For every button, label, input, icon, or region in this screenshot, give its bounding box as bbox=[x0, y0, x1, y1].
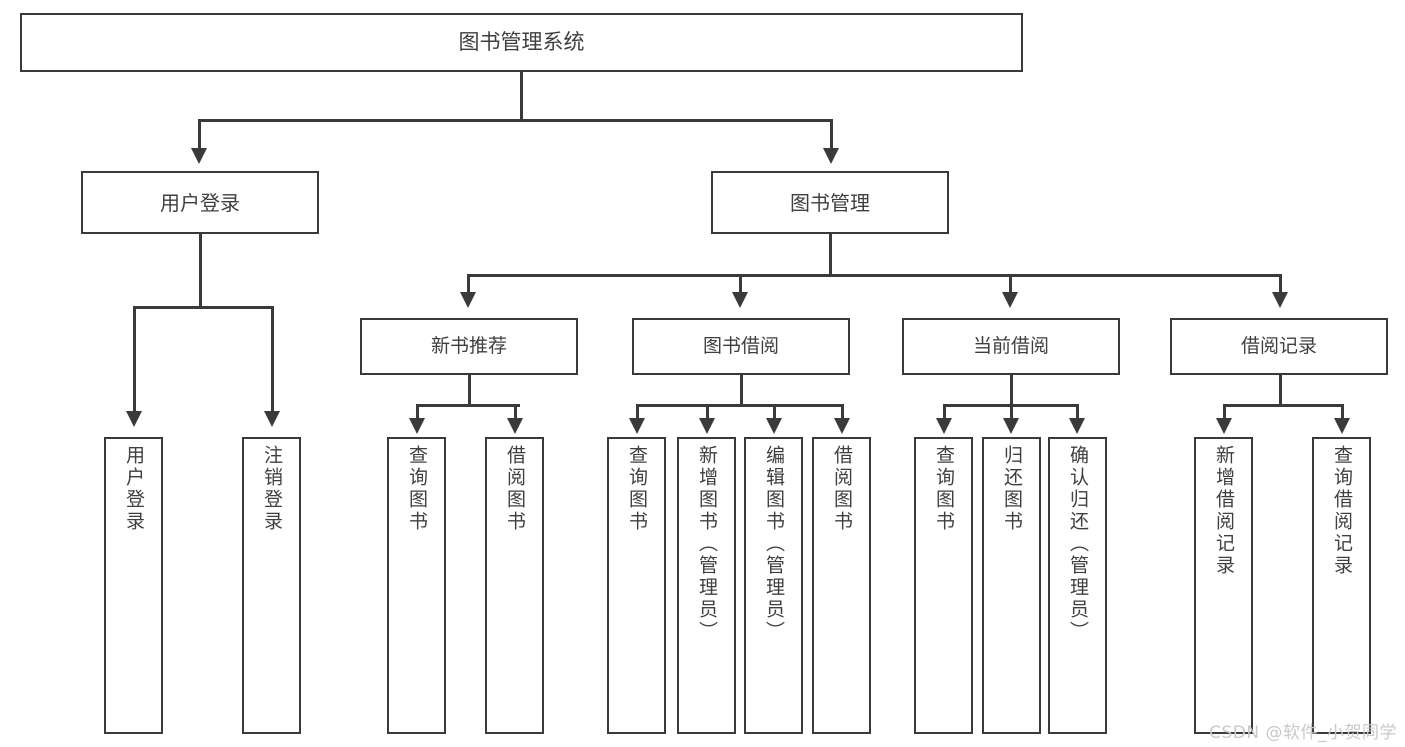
connector-root-bus bbox=[198, 119, 832, 122]
node-book-manage[interactable]: 图书管理 bbox=[711, 171, 949, 234]
arrowhead-leaf-user-logout bbox=[264, 411, 280, 427]
node-user-login[interactable]: 用户登录 bbox=[81, 171, 319, 234]
node-label: 归还图书 bbox=[1001, 445, 1023, 533]
arrowhead-leaf-query-book-2 bbox=[629, 418, 645, 434]
arrowhead-leaf-add-book bbox=[699, 418, 715, 434]
arrowhead-leaf-query-book-3 bbox=[936, 418, 952, 434]
connector-borrow-record-stem bbox=[1279, 375, 1282, 406]
node-label: 查询图书 bbox=[933, 445, 955, 533]
node-label: 图书借阅 bbox=[702, 335, 779, 357]
connector-to-borrow-record bbox=[1279, 274, 1282, 294]
leaf-query-record[interactable]: 查询借阅记录 bbox=[1312, 437, 1371, 734]
connector-to-new-book-recommend bbox=[467, 274, 470, 294]
arrowhead-leaf-borrow-book-2 bbox=[834, 418, 850, 434]
connector-nbr-drop-2 bbox=[514, 404, 517, 422]
leaf-borrow-book-1[interactable]: 借阅图书 bbox=[485, 437, 544, 734]
arrowhead-leaf-return-book bbox=[1003, 418, 1019, 434]
arrowhead-leaf-query-book-1 bbox=[409, 418, 425, 434]
leaf-edit-book[interactable]: 编辑图书（管理员） bbox=[744, 437, 803, 734]
node-label: 图书管理 bbox=[790, 190, 870, 215]
node-label: 借阅记录 bbox=[1240, 335, 1317, 357]
arrowhead-to-user-login bbox=[191, 148, 207, 164]
leaf-query-book-1[interactable]: 查询图书 bbox=[387, 437, 446, 734]
connector-root-to-user-login bbox=[198, 119, 201, 151]
leaf-query-book-2[interactable]: 查询图书 bbox=[607, 437, 666, 734]
connector-new-book-recommend-stem bbox=[468, 375, 471, 406]
leaf-add-book[interactable]: 新增图书（管理员） bbox=[677, 437, 736, 734]
connector-cb-drop-1 bbox=[943, 404, 946, 422]
node-label: 编辑图书（管理员） bbox=[763, 445, 785, 643]
connector-to-current-borrow bbox=[1009, 274, 1012, 294]
node-label: 新增借阅记录 bbox=[1213, 445, 1235, 577]
connector-user-login-bus bbox=[133, 306, 271, 309]
connector-borrow-record-bus bbox=[1223, 404, 1341, 407]
arrowhead-leaf-query-record bbox=[1334, 418, 1350, 434]
connector-book-manage-stem bbox=[829, 234, 832, 276]
arrowhead-leaf-confirm-return bbox=[1069, 418, 1085, 434]
leaf-confirm-return[interactable]: 确认归还（管理员） bbox=[1048, 437, 1107, 734]
connector-new-book-recommend-bus bbox=[416, 404, 520, 407]
node-borrow-record[interactable]: 借阅记录 bbox=[1170, 318, 1388, 375]
connector-cb-drop-3 bbox=[1076, 404, 1079, 422]
node-label: 查询图书 bbox=[626, 445, 648, 533]
leaf-borrow-book-2[interactable]: 借阅图书 bbox=[812, 437, 871, 734]
arrowhead-leaf-user-login bbox=[126, 411, 142, 427]
connector-book-manage-bus bbox=[467, 274, 1281, 277]
connector-book-borrow-stem bbox=[740, 375, 743, 406]
leaf-user-logout[interactable]: 注销登录 bbox=[242, 437, 301, 734]
leaf-return-book[interactable]: 归还图书 bbox=[982, 437, 1041, 734]
connector-root-to-book-manage bbox=[830, 119, 833, 151]
connector-bb-drop-2 bbox=[706, 404, 709, 422]
arrowhead-leaf-edit-book bbox=[766, 418, 782, 434]
connector-bb-drop-1 bbox=[636, 404, 639, 422]
arrowhead-to-borrow-record bbox=[1272, 292, 1288, 308]
connector-bb-drop-3 bbox=[773, 404, 776, 422]
node-label: 查询图书 bbox=[406, 445, 428, 533]
connector-user-login-stem bbox=[199, 234, 202, 308]
leaf-query-book-3[interactable]: 查询图书 bbox=[914, 437, 973, 734]
node-label: 注销登录 bbox=[261, 445, 283, 533]
node-label: 查询借阅记录 bbox=[1331, 445, 1353, 577]
node-label: 用户登录 bbox=[160, 190, 240, 215]
node-label: 借阅图书 bbox=[504, 445, 526, 533]
node-book-borrow[interactable]: 图书借阅 bbox=[632, 318, 850, 375]
connector-nbr-drop-1 bbox=[416, 404, 419, 422]
node-new-book-recommend[interactable]: 新书推荐 bbox=[360, 318, 578, 375]
arrowhead-leaf-add-record bbox=[1216, 418, 1232, 434]
leaf-user-login[interactable]: 用户登录 bbox=[104, 437, 163, 734]
node-label: 当前借阅 bbox=[972, 335, 1049, 357]
node-label: 借阅图书 bbox=[831, 445, 853, 533]
node-current-borrow[interactable]: 当前借阅 bbox=[902, 318, 1120, 375]
connector-user-login-right-drop bbox=[271, 306, 274, 414]
connector-br-drop-1 bbox=[1223, 404, 1226, 422]
connector-root-stem bbox=[520, 72, 523, 119]
node-label: 用户登录 bbox=[123, 445, 145, 533]
watermark-text: CSDN @软件_小贺同学 bbox=[1209, 723, 1397, 743]
arrowhead-to-book-borrow bbox=[732, 292, 748, 308]
node-label: 确认归还（管理员） bbox=[1067, 445, 1089, 643]
connector-to-book-borrow bbox=[739, 274, 742, 294]
connector-cb-drop-2 bbox=[1010, 404, 1013, 422]
leaf-add-record[interactable]: 新增借阅记录 bbox=[1194, 437, 1253, 734]
node-label: 新增图书（管理员） bbox=[696, 445, 718, 643]
arrowhead-to-current-borrow bbox=[1002, 292, 1018, 308]
node-label: 图书管理系统 bbox=[458, 30, 585, 54]
arrowhead-to-new-book-recommend bbox=[460, 292, 476, 308]
node-root-book-management-system[interactable]: 图书管理系统 bbox=[20, 13, 1023, 72]
connector-br-drop-2 bbox=[1341, 404, 1344, 422]
connector-book-borrow-bus bbox=[636, 404, 843, 407]
connector-bb-drop-4 bbox=[841, 404, 844, 422]
arrowhead-leaf-borrow-book-1 bbox=[507, 418, 523, 434]
node-label: 新书推荐 bbox=[430, 335, 507, 357]
arrowhead-to-book-manage bbox=[823, 148, 839, 164]
connector-current-borrow-stem bbox=[1010, 375, 1013, 406]
connector-user-login-left-drop bbox=[133, 306, 136, 414]
